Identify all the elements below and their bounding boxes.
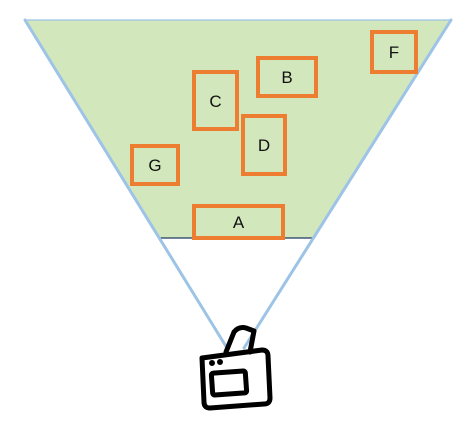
object-box-d: D	[241, 114, 287, 176]
object-box-b: B	[256, 56, 318, 98]
camera-icon	[199, 325, 273, 411]
object-box-a: A	[192, 204, 285, 240]
object-box-g: G	[130, 144, 180, 186]
object-label-a: A	[233, 213, 245, 232]
object-label-f: F	[389, 43, 399, 62]
object-label-c: C	[209, 92, 221, 111]
object-label-b: B	[281, 68, 292, 87]
right-view-ray	[242, 18, 453, 350]
object-label-d: D	[258, 136, 270, 155]
object-box-f: F	[370, 30, 418, 74]
object-label-g: G	[148, 156, 161, 175]
left-view-ray	[23, 18, 229, 350]
object-box-c: C	[192, 70, 239, 131]
